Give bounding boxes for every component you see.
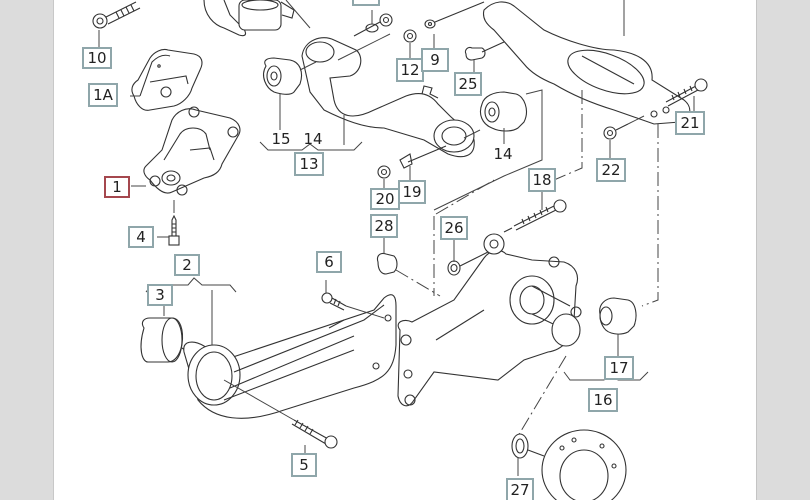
callout-13[interactable]: 13 <box>294 152 324 176</box>
callout-6[interactable]: 6 <box>316 251 342 273</box>
callout-5[interactable]: 5 <box>291 453 317 477</box>
callout-2[interactable]: 2 <box>174 254 200 276</box>
callout-19[interactable]: 19 <box>398 180 426 204</box>
callout-27[interactable]: 27 <box>506 478 534 500</box>
plug-25-drawing <box>464 41 505 72</box>
bolt-5-drawing <box>291 419 338 457</box>
callout-18[interactable]: 18 <box>528 168 556 192</box>
diagram-page: 10 1A 1 4 2 3 6 5 15 14 13 12 9 25 14 20… <box>54 0 756 500</box>
callout-25[interactable]: 25 <box>454 72 482 96</box>
fasteners-top-drawing <box>353 1 485 58</box>
mount-cover-1a-drawing <box>130 48 203 111</box>
callout-21[interactable]: 21 <box>675 111 705 135</box>
viewer-gutter-right <box>756 0 810 500</box>
callout-1[interactable]: 1 <box>104 176 130 198</box>
bushing-15-drawing <box>263 57 317 130</box>
callout-9[interactable]: 9 <box>421 48 449 72</box>
bolt-21-drawing <box>665 78 708 112</box>
bushing-3-drawing <box>140 317 195 363</box>
callout-3[interactable]: 3 <box>147 284 173 306</box>
bushing-14-drawing <box>433 89 543 211</box>
trailing-arm-drawing <box>183 294 397 421</box>
hub-drawing <box>511 355 627 500</box>
callout-1a[interactable]: 1A <box>88 83 118 107</box>
bolt-6-drawing <box>321 280 385 319</box>
bolt-4-drawing <box>157 214 180 246</box>
mount-bracket-1-drawing <box>131 106 241 213</box>
callout-top-partial[interactable] <box>352 0 380 6</box>
upper-arm-13-drawing <box>259 33 481 158</box>
callout-4[interactable]: 4 <box>128 226 154 248</box>
callout-10[interactable]: 10 <box>82 47 112 69</box>
upper-mount-drawing <box>203 0 311 37</box>
nut-22-drawing <box>603 123 629 158</box>
fasteners-19-20-drawing <box>377 145 447 194</box>
callout-12[interactable]: 12 <box>396 58 424 82</box>
callout-20[interactable]: 20 <box>370 188 400 210</box>
callout-14-upper[interactable]: 14 <box>303 129 323 148</box>
wheel-carrier-drawing <box>397 233 582 407</box>
callout-16[interactable]: 16 <box>588 388 618 412</box>
bolt-18-drawing <box>503 190 567 233</box>
callout-26[interactable]: 26 <box>440 216 468 240</box>
callout-22[interactable]: 22 <box>596 158 626 182</box>
callout-14-lower[interactable]: 14 <box>493 144 513 163</box>
fasteners-26-28-drawing <box>376 179 495 297</box>
bolt-10-drawing <box>92 1 141 47</box>
callout-15[interactable]: 15 <box>271 129 291 148</box>
parts-diagram <box>92 0 708 500</box>
callout-17[interactable]: 17 <box>604 356 634 380</box>
callout-28[interactable]: 28 <box>370 214 398 238</box>
viewer-gutter-left <box>0 0 54 500</box>
